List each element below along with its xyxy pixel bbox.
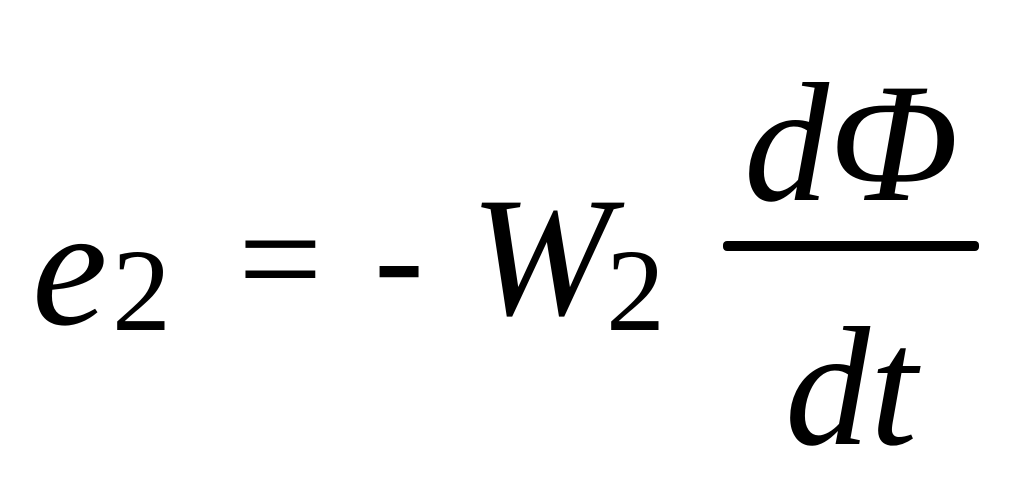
fraction-bar [723, 241, 979, 251]
fraction-numerator: dΦ [744, 49, 959, 237]
lhs-subscript: 2 [112, 225, 171, 356]
lhs-variable: e [32, 173, 108, 361]
equals-sign: = [238, 176, 323, 342]
coefficient-subscript: 2 [606, 225, 665, 356]
fraction-denominator: dt [785, 293, 918, 481]
coefficient-variable: W [470, 163, 612, 351]
minus-sign: - [374, 174, 424, 340]
